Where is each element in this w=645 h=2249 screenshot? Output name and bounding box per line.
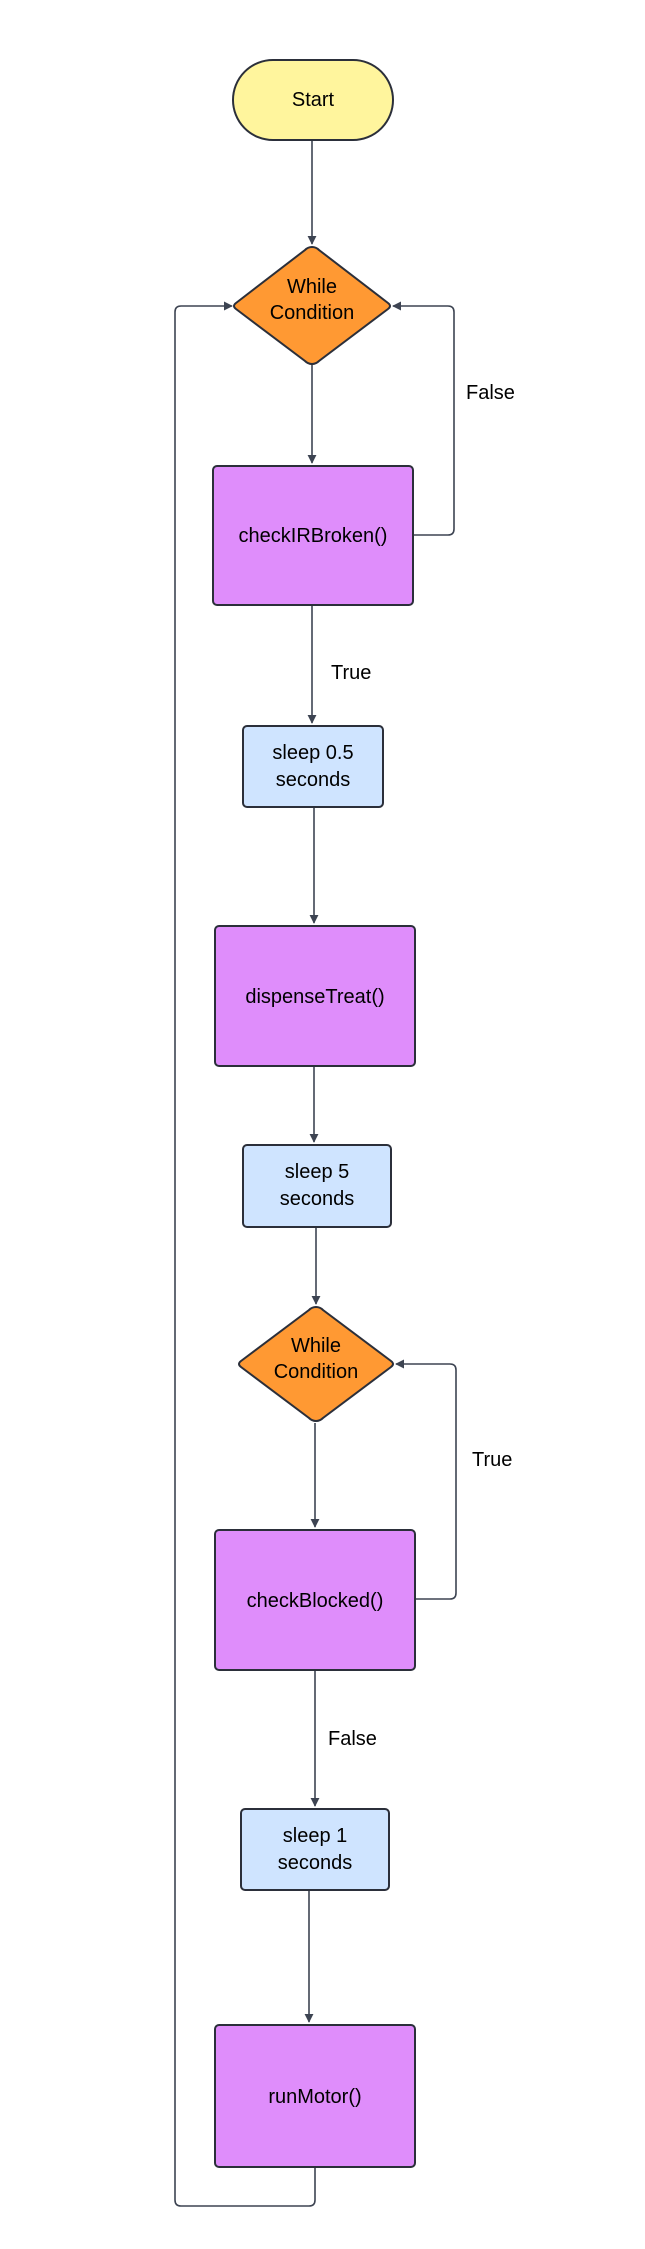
- sleep1-label-line2: seconds: [278, 1852, 353, 1874]
- sleep05-delay-shape: [242, 725, 384, 808]
- while2-label-line1: While: [291, 1335, 341, 1357]
- sleep1-label-line1: sleep 1: [283, 1825, 348, 1847]
- edge-check-ir-false-loop: [392, 301, 455, 536]
- sleep5-label-line1: sleep 5: [285, 1161, 350, 1183]
- while2-label-line2: Condition: [274, 1361, 359, 1383]
- edge-label-false-2: False: [328, 1728, 377, 1750]
- dispense-process-shape: [214, 925, 416, 1067]
- edge-labels: False True True False: [328, 382, 515, 1750]
- while1-label-line1: While: [287, 276, 337, 298]
- edge-label-false-1: False: [466, 382, 515, 404]
- sleep05-label-line1: sleep 0.5: [272, 742, 353, 764]
- check-ir-label: checkIRBroken(): [239, 525, 388, 547]
- sleep1-delay-shape: [240, 1808, 390, 1891]
- node-sleep-5-seconds[interactable]: sleep 5 seconds: [242, 1144, 392, 1228]
- while1-decision-shape: [233, 245, 391, 366]
- sleep05-label-line2: seconds: [276, 769, 351, 791]
- edges: [174, 140, 457, 2207]
- node-while-condition-1[interactable]: While Condition: [233, 245, 391, 366]
- edge-label-true-1: True: [331, 662, 371, 684]
- run-motor-label: runMotor(): [268, 2086, 361, 2108]
- check-ir-process-shape: [212, 465, 414, 606]
- start-terminator-shape: [232, 59, 394, 141]
- edge-check-blocked-true-loop: [395, 1359, 457, 1600]
- while2-decision-shape: [238, 1305, 394, 1423]
- check-blocked-process-shape: [214, 1529, 416, 1671]
- node-check-ir-broken[interactable]: checkIRBroken(): [212, 465, 414, 606]
- run-motor-process-shape: [214, 2024, 416, 2168]
- edge-label-true-2: True: [472, 1449, 512, 1471]
- start-label: Start: [292, 89, 335, 111]
- sleep5-delay-shape: [242, 1144, 392, 1228]
- dispense-label: dispenseTreat(): [245, 986, 384, 1008]
- check-blocked-label: checkBlocked(): [247, 1590, 384, 1612]
- node-start[interactable]: Start: [232, 59, 394, 141]
- node-dispense-treat[interactable]: dispenseTreat(): [214, 925, 416, 1067]
- edge-run-motor-loop-back: [174, 301, 316, 2207]
- node-run-motor[interactable]: runMotor(): [214, 2024, 416, 2168]
- node-sleep-0-5-seconds[interactable]: sleep 0.5 seconds: [242, 725, 384, 808]
- while1-label-line2: Condition: [270, 302, 355, 324]
- node-while-condition-2[interactable]: While Condition: [238, 1305, 394, 1423]
- sleep5-label-line2: seconds: [280, 1188, 355, 1210]
- node-sleep-1-seconds[interactable]: sleep 1 seconds: [240, 1808, 390, 1891]
- node-check-blocked[interactable]: checkBlocked(): [214, 1529, 416, 1671]
